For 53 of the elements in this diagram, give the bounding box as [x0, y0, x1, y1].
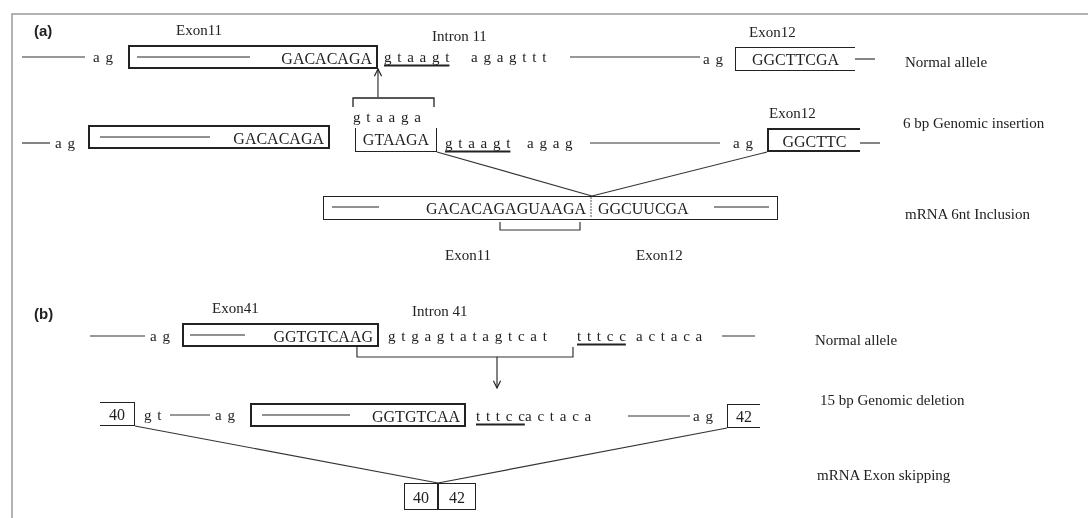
- annotation-text: Intron 41: [412, 303, 468, 319]
- sequence-text: GGCTTCGA: [751, 52, 840, 68]
- annotation-text: Exon12: [636, 247, 683, 263]
- inserted-sequence: g t a a g a: [353, 110, 421, 125]
- sequence-text: GGTGTCAAG: [273, 329, 373, 345]
- panel-label: (a): [34, 22, 53, 38]
- sequence-text: g t g a g t a t a g t c a t: [388, 328, 547, 344]
- sequence-text: a g: [215, 407, 235, 423]
- arrow: [373, 68, 383, 98]
- annotation-text: mRNA 6nt Inclusion: [905, 206, 1030, 222]
- annotation-text: mRNA Exon skipping: [817, 467, 951, 483]
- sequence-text: a g: [703, 51, 723, 67]
- exon-label: Exon41: [212, 301, 259, 316]
- sequence-text: t t t c c: [476, 408, 525, 424]
- sequence-text: GACACAGA: [281, 51, 372, 67]
- sequence-text: a g a g: [527, 135, 573, 151]
- annotation-text: Exon11: [445, 247, 492, 263]
- sequence-text: g t: [144, 407, 162, 423]
- sequence-text: GGCUUCGA: [598, 201, 689, 217]
- sequence-text: a g: [93, 49, 113, 65]
- sequence-text: a c t a c a: [525, 408, 592, 424]
- panel-label: (b): [34, 305, 54, 321]
- sequence-text: a c t a c a: [636, 328, 703, 344]
- sequence-text: 40: [109, 407, 125, 423]
- sequence-text: 40: [413, 489, 429, 506]
- exon-label: Exon12: [749, 25, 796, 40]
- annotation-text: Normal allele: [905, 54, 988, 70]
- arrow: [356, 346, 502, 389]
- annotation-text: Intron 11: [432, 28, 487, 44]
- exon-label: Exon11: [176, 23, 223, 38]
- sequence-text: a g: [55, 135, 75, 151]
- splice-line: [591, 151, 768, 197]
- splice-line: [437, 427, 728, 484]
- sequence-text: a g a g t t t: [471, 49, 547, 65]
- annotation-text: Normal allele: [815, 332, 898, 348]
- splice-line: [134, 425, 439, 484]
- sequence-text: a g: [733, 135, 753, 151]
- sequence-text: g t a a g t: [384, 49, 450, 65]
- sequence-text: GACACAGA: [233, 131, 324, 147]
- annotation-text: 15 bp Genomic deletion: [820, 392, 965, 408]
- sequence-text: GGCTTC: [782, 134, 847, 150]
- sequence-text: a g: [693, 408, 713, 424]
- exon-label: Exon12: [769, 106, 816, 121]
- sequence-text: 42: [449, 489, 465, 506]
- sequence-text: GGTGTCAA: [372, 409, 460, 425]
- sequence-text: a g: [150, 328, 170, 344]
- sequence-text: g t a a g t: [445, 135, 511, 151]
- sequence-text: GACACAGAGUAAGA: [426, 201, 586, 217]
- sequence-text: GTAAGA: [362, 132, 430, 148]
- sequence-text: t t t c c: [577, 328, 626, 344]
- sequence-text: 42: [736, 409, 752, 425]
- annotation-text: 6 bp Genomic insertion: [903, 115, 1045, 131]
- splice-line: [436, 151, 593, 197]
